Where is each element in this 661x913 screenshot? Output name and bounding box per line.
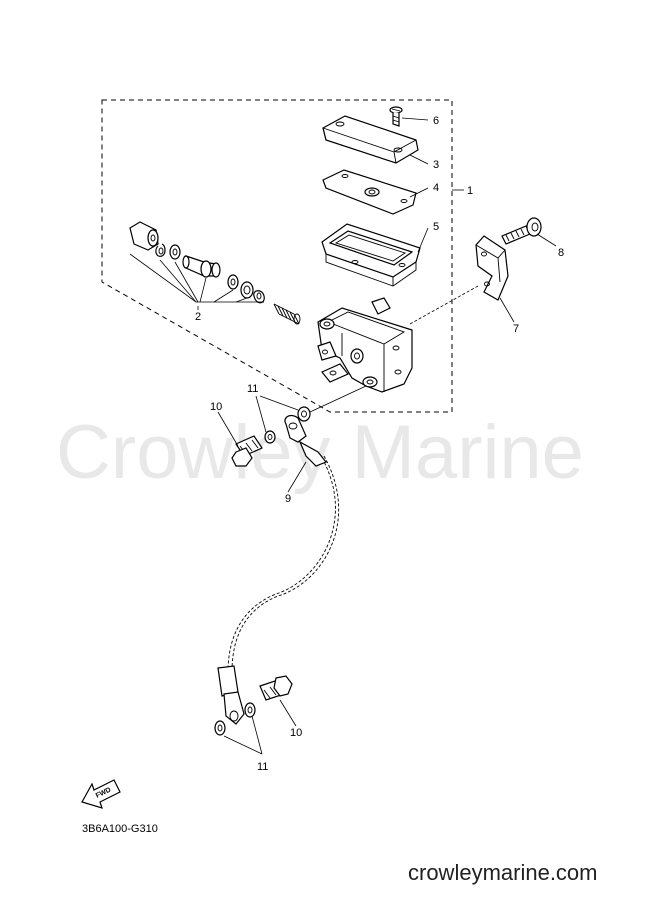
callout-11-upper: 11 xyxy=(247,383,258,395)
site-url-link[interactable]: crowleymarine.com xyxy=(408,860,598,885)
callout-1: 1 xyxy=(467,185,473,197)
callout-6: 6 xyxy=(433,115,439,127)
callout-7: 7 xyxy=(513,323,519,335)
holder-clamp[interactable] xyxy=(475,235,509,301)
copper-washers[interactable] xyxy=(214,406,311,736)
callout-10-upper: 10 xyxy=(210,401,222,413)
watermark-text: Crowley Marine xyxy=(56,410,584,495)
callout-5: 5 xyxy=(433,221,439,233)
leader-lines xyxy=(129,117,557,755)
reservoir-cap[interactable] xyxy=(322,115,419,164)
callout-11-lower: 11 xyxy=(257,761,268,773)
callout-3: 3 xyxy=(433,159,439,171)
fwd-arrow-icon: FWD xyxy=(81,779,121,809)
callout-2: 2 xyxy=(195,311,201,323)
callout-9: 9 xyxy=(285,493,291,505)
diaphragm-gasket[interactable] xyxy=(321,223,421,287)
callout-10-lower: 10 xyxy=(290,727,302,739)
union-bolt-lower[interactable] xyxy=(259,675,293,701)
brake-hose[interactable] xyxy=(217,414,340,725)
diaphragm-plate[interactable] xyxy=(322,169,417,215)
master-cylinder-body[interactable] xyxy=(317,297,413,393)
assembly-boundary xyxy=(101,99,453,413)
clamp-bolt[interactable] xyxy=(501,217,542,245)
drawing-code: 3B6A100-G310 xyxy=(82,823,158,835)
cap-screw[interactable] xyxy=(389,106,403,127)
callout-8: 8 xyxy=(558,247,564,259)
callout-labels: 1 2 3 4 5 6 7 8 9 10 10 11 11 xyxy=(195,115,564,773)
union-bolt-upper[interactable] xyxy=(231,435,263,467)
callout-4: 4 xyxy=(433,182,439,194)
